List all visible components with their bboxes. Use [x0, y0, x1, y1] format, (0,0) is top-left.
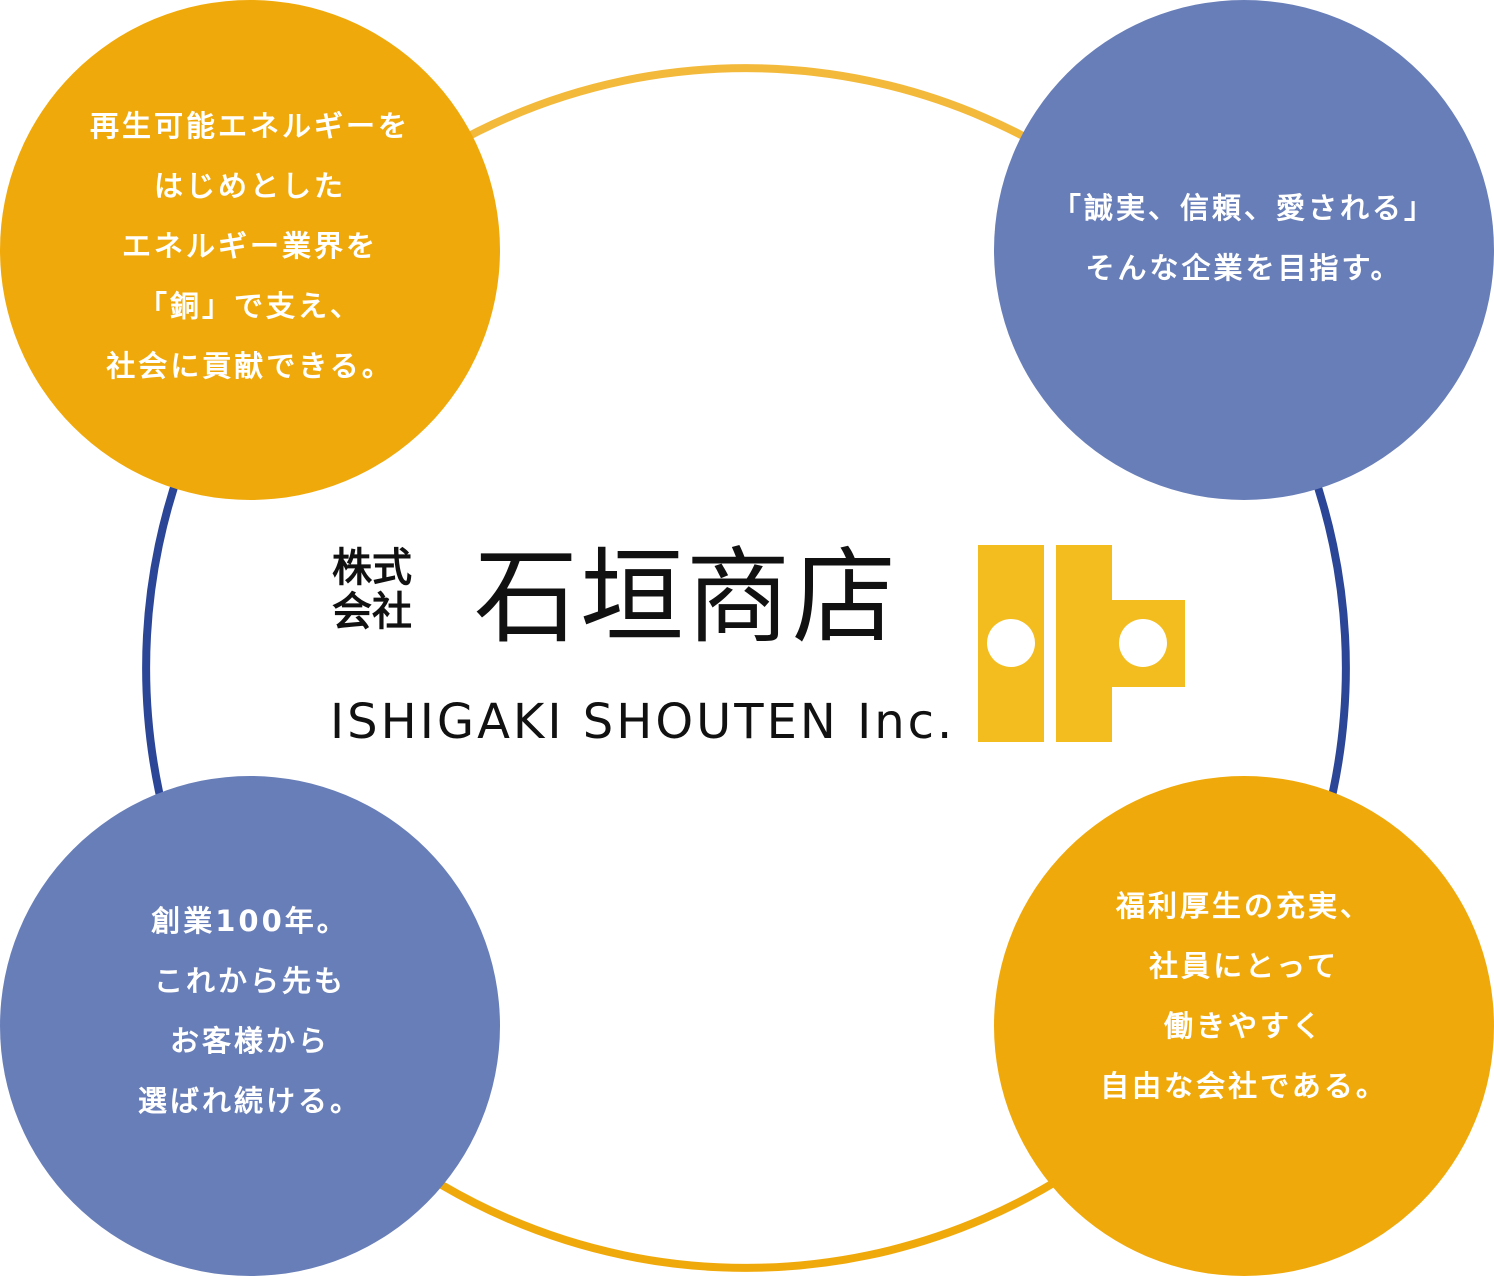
bubble-100-years: 創業100年。 これから先も お客様から 選ばれ続ける。	[0, 776, 500, 1276]
bubble-line: 働きやすく	[1163, 1009, 1324, 1043]
bubble-line: エネルギー業界を	[121, 229, 378, 263]
bubble-renewable-energy: 再生可能エネルギーを はじめとした エネルギー業界を 「銅」で支え、 社会に貢献…	[0, 0, 500, 500]
bubble-line: これから先も	[153, 964, 346, 998]
logo-kabushiki-gaisha: 株式 会社	[332, 546, 448, 634]
bubble-line: 自由な会社である。	[1100, 1069, 1388, 1103]
bubble-integrity: 「誠実、信頼、愛される」 そんな企業を目指す。	[994, 0, 1494, 500]
bubble-line: 社会に貢献できる。	[106, 349, 394, 383]
bubble-line: 選ばれ続ける。	[137, 1084, 362, 1118]
bubble-line: 社員にとって	[1149, 949, 1339, 983]
bubble-line: お客様から	[169, 1024, 330, 1058]
bubble-line: 「誠実、信頼、愛される」	[1051, 191, 1436, 225]
bubble-line: そんな企業を目指す。	[1085, 251, 1403, 285]
logo-company-name: 石垣商店	[474, 536, 899, 658]
company-mark-icon	[978, 545, 1185, 742]
logo-kabushiki-line2: 会社	[332, 589, 412, 635]
bubble-line: 再生可能エネルギーを	[89, 109, 410, 143]
logo-english-name: ISHIGAKI SHOUTEN Inc.	[330, 694, 956, 750]
bubble-line: 「銅」で支え、	[137, 289, 362, 323]
logo-kabushiki-line1: 株式	[332, 545, 412, 591]
bubble-line: 福利厚生の充実、	[1115, 889, 1372, 923]
bubble-welfare: 福利厚生の充実、 社員にとって 働きやすく 自由な会社である。	[994, 776, 1494, 1276]
bubble-line: 創業100年。	[151, 904, 349, 938]
bubble-line: はじめとした	[153, 169, 346, 203]
